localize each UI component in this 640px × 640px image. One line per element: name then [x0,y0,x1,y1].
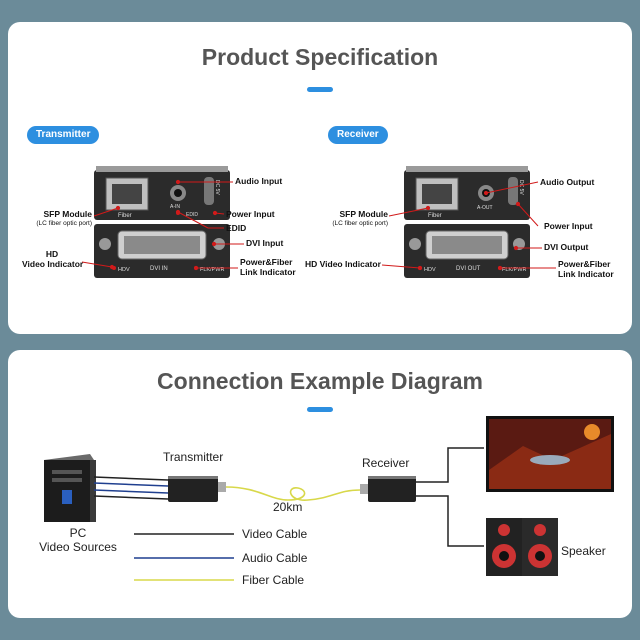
hd-text: HD [45,249,59,259]
dc-text: DC 5V [214,180,220,195]
display-screen-icon [486,416,614,492]
transmitter-unit-icon [168,476,226,502]
ain-text: A-IN [170,204,180,210]
speaker-label: Speaker [561,544,606,558]
edid-text: EDID [186,212,198,218]
receiver-device-illustration: Fiber A-OUT DC 5V HDV DVI OUT FLK/PWR [404,166,530,278]
speaker-icon [486,518,558,576]
hd-video-indicator-label: HD Video Indicator [305,259,381,269]
transmitter-badge: Transmitter [27,126,100,144]
dc-text: DC 5V [518,180,524,195]
power-fiber-indicator-label: Power&Fiber Link Indicator [240,257,296,278]
audio-cable-legend-label: Audio Cable [242,551,308,565]
sfp-module-sub-text: (LC fiber optic port) [332,219,388,227]
link-indicator-text: Link Indicator [240,266,296,277]
pc-label: PC Video Sources [28,526,128,554]
power-fiber-text: Power&Fiber [240,257,293,267]
pc-tower-icon [44,454,96,522]
hdv-text: HDV [118,267,130,273]
power-input-label: Power Input [544,221,593,231]
sfp-module-sub-text: (LC fiber optic port) [36,219,92,227]
video-cable-legend-label: Video Cable [242,527,308,541]
fiber-text: Fiber [428,213,442,219]
fiber-text: Fiber [118,213,132,219]
fiber-cable-legend-label: Fiber Cable [242,573,305,587]
hd-video-indicator-label: HD Video Indicator [22,249,84,270]
section-title: Connection Example Diagram [157,368,483,394]
dvi-input-label: DVI Input [246,238,284,248]
sfp-module-text: SFP Module [339,209,389,219]
flk-pwr-text: FLK/PWR [502,267,526,273]
link-indicator-text: Link Indicator [558,268,614,279]
receiver-badge: Receiver [328,126,388,144]
connection-illustration [44,416,614,581]
sfp-module-label: SFP Module (LC fiber optic port) [22,209,93,227]
transmitter-device-illustration: Fiber A-IN EDID DC 5V HDV DVI IN FLK/PWR [94,166,230,278]
audio-input-label: Audio Input [235,176,283,186]
audio-output-label: Audio Output [540,177,595,187]
hdv-text: HDV [424,267,436,273]
dvi-out-text: DVI OUT [456,266,481,272]
receiver-unit-icon [360,476,416,502]
title-underline [307,407,333,412]
sfp-module-label: SFP Module (LC fiber optic port) [316,209,389,227]
power-fiber-indicator-label: Power&Fiber Link Indicator [558,259,614,280]
flk-pwr-text: FLK/PWR [200,267,224,273]
section-title: Product Specification [201,44,439,70]
pc-text: PC [69,526,87,540]
distance-label: 20km [273,500,303,514]
receiver-label: Receiver [362,456,410,470]
power-fiber-text: Power&Fiber [558,259,611,269]
dvi-output-label: DVI Output [544,242,589,252]
title-underline [307,87,333,92]
aout-text: A-OUT [477,205,493,211]
sfp-module-text: SFP Module [43,209,93,219]
dvi-in-text: DVI IN [150,266,168,272]
callout-lines [81,179,556,271]
connection-diagram-panel: Connection Example Diagram [8,350,632,618]
edid-label: EDID [226,223,247,233]
product-specification-panel: Product Specification Transmitter Receiv… [8,22,632,334]
transmitter-label: Transmitter [163,450,224,464]
power-input-label: Power Input [226,209,275,219]
video-sources-text: Video Sources [39,540,117,554]
video-indicator-text: Video Indicator [22,258,84,269]
